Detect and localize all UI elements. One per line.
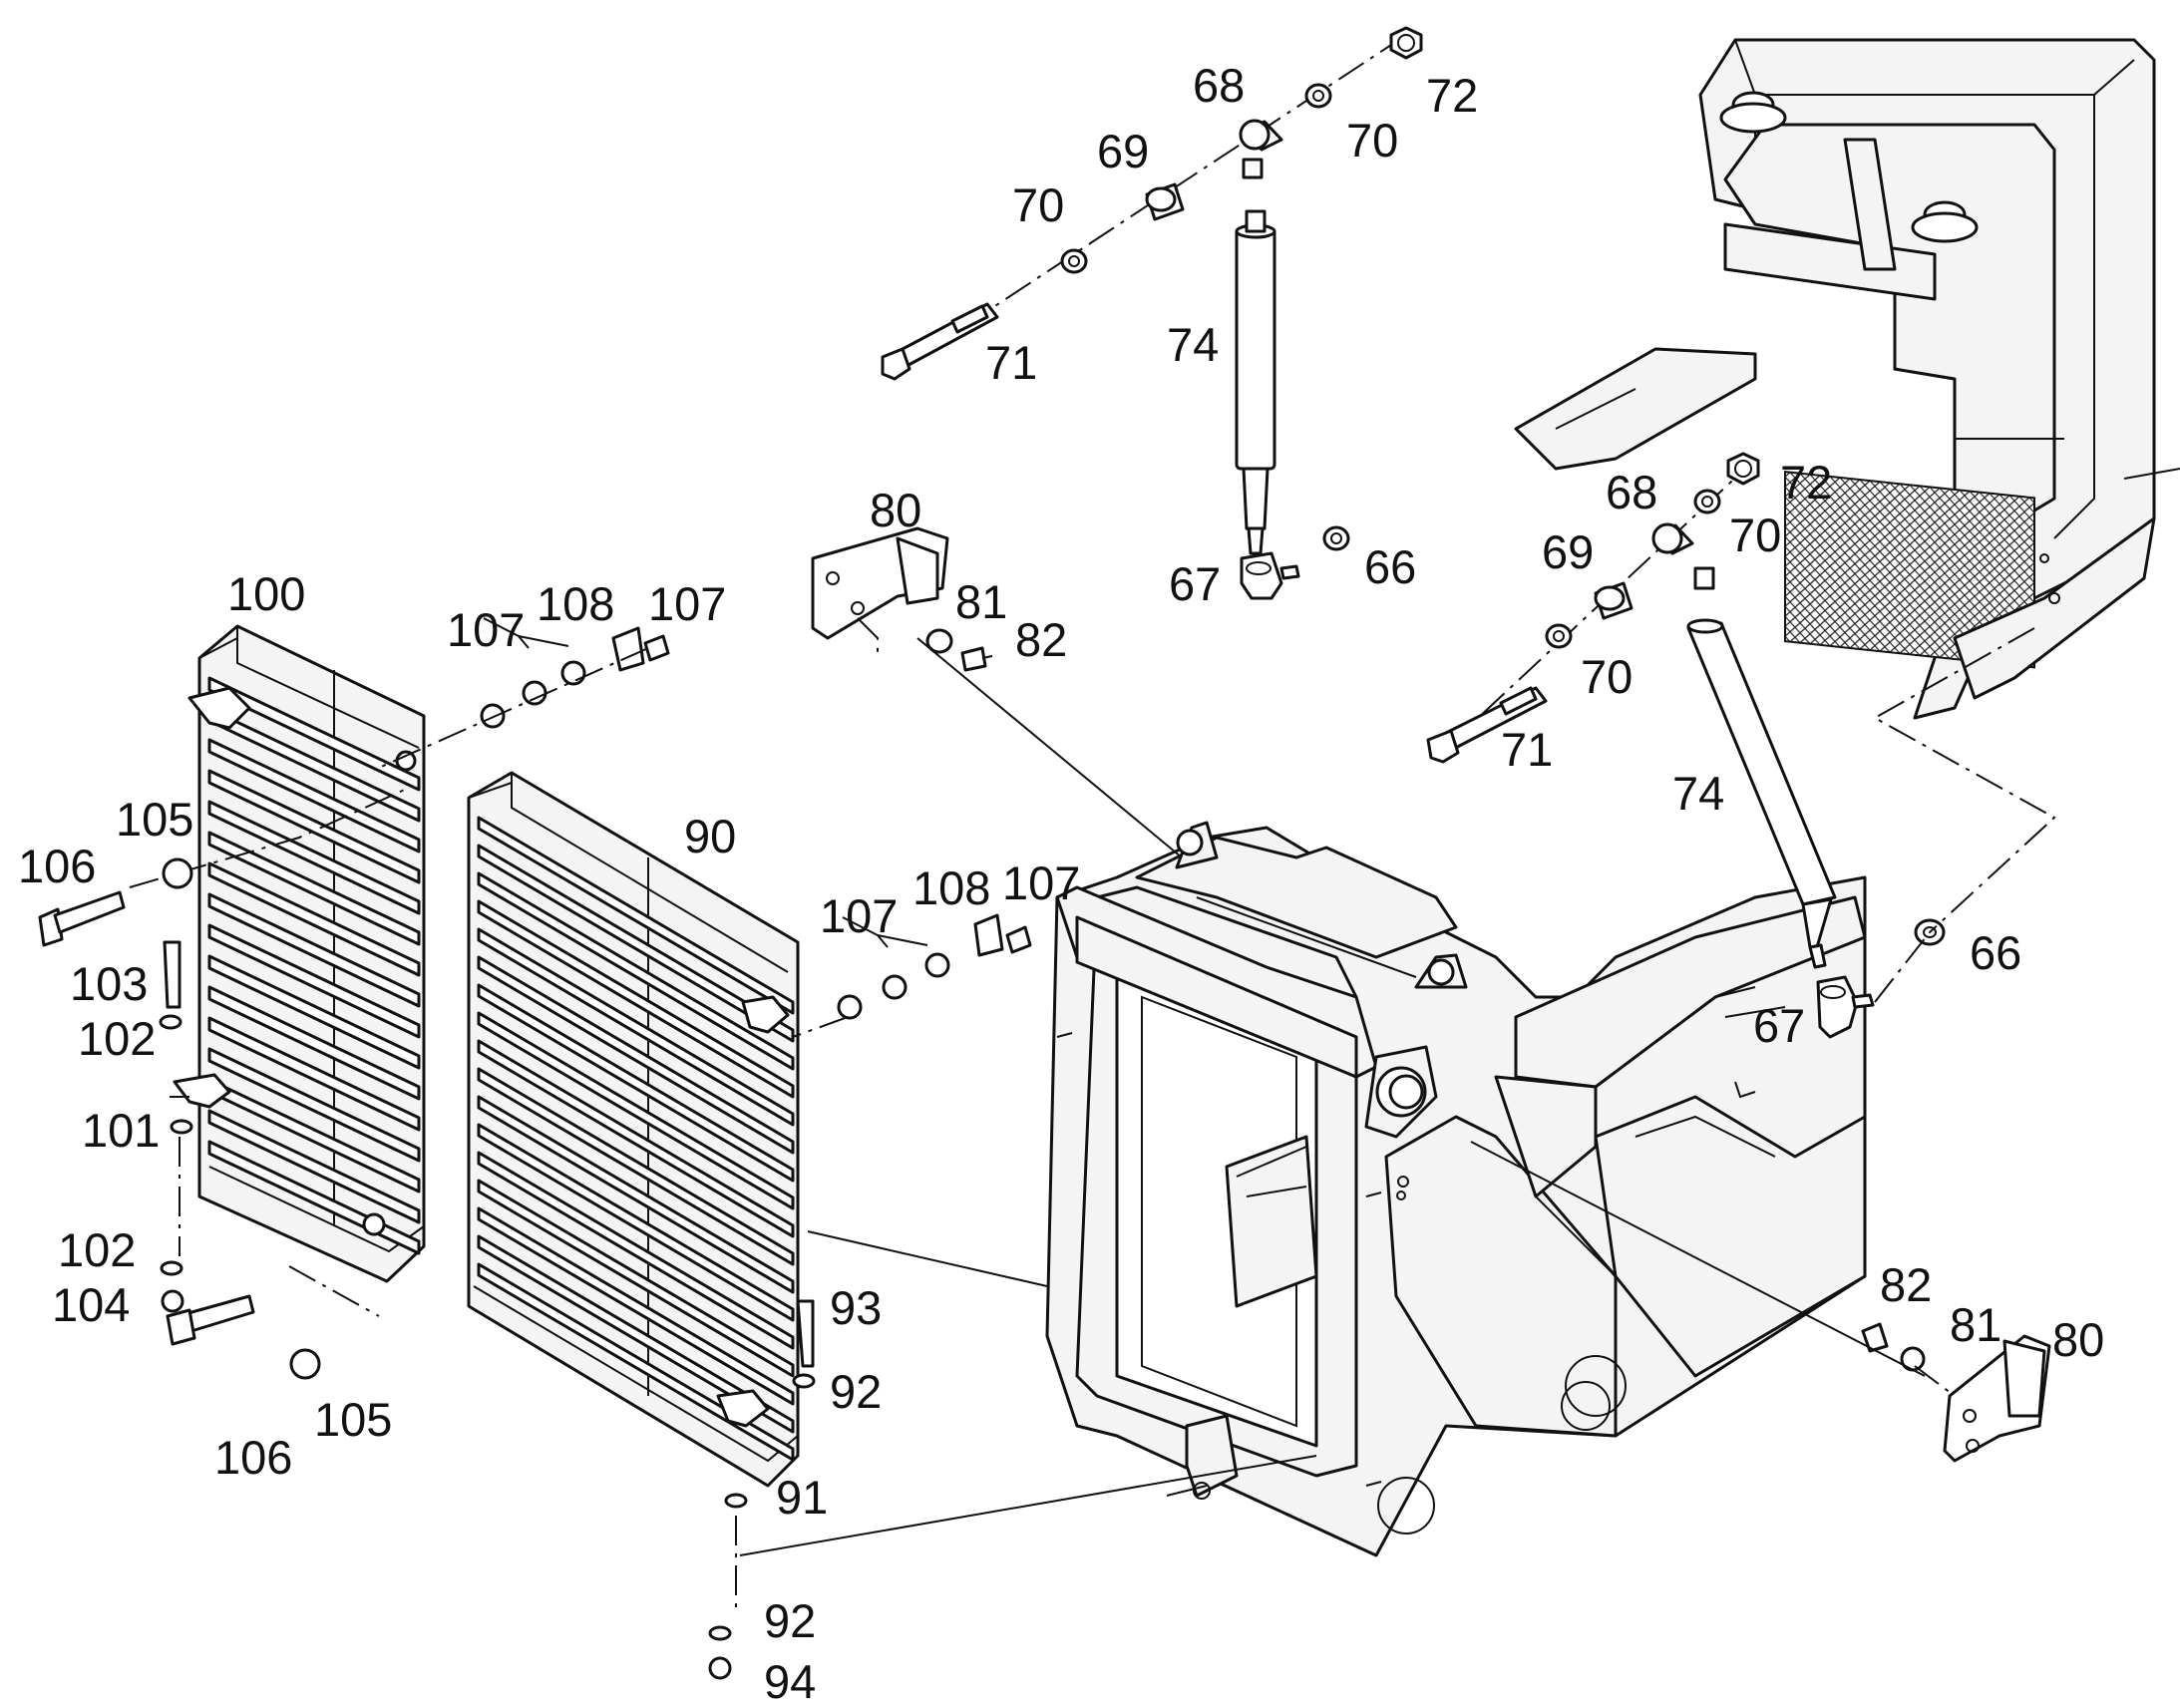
callout-100: 100 (227, 567, 305, 620)
callout-101: 101 (82, 1104, 160, 1157)
grille-slat (477, 1234, 795, 1434)
grille-slat (207, 800, 421, 915)
callout-71: 71 (1501, 723, 1553, 776)
grille-slat (477, 927, 795, 1127)
callout-91: 91 (776, 1471, 828, 1524)
callout-70: 70 (1346, 114, 1398, 167)
bracket-lower (1861, 1322, 2051, 1463)
callout-106: 106 (214, 1431, 292, 1484)
grille-slat (207, 769, 421, 884)
grille-slat (477, 1067, 795, 1266)
grille-slat (477, 871, 795, 1071)
bracket-upper (811, 526, 993, 672)
callout-74: 74 (1167, 318, 1219, 371)
callout-105: 105 (314, 1393, 392, 1446)
callout-68: 68 (1193, 59, 1245, 112)
grille-slat (477, 1095, 795, 1294)
callout-104: 104 (52, 1278, 130, 1331)
callout-67: 67 (1753, 999, 1805, 1052)
callout-94: 94 (764, 1655, 816, 1708)
callout-labels: 68 72 69 70 70 71 74 67 66 68 72 69 70 7… (18, 59, 2104, 1708)
grille-slat (477, 1151, 795, 1350)
callout-106: 106 (18, 840, 96, 892)
callout-81: 81 (1950, 1298, 2001, 1351)
center-grille-panel (467, 771, 800, 1488)
grille-slat (207, 954, 421, 1070)
grille-slat (477, 1206, 795, 1406)
callout-67: 67 (1169, 557, 1221, 610)
grille-slat (477, 899, 795, 1099)
callout-107: 107 (820, 889, 898, 942)
rear-frame-upright (1514, 38, 2180, 720)
callout-66: 66 (1970, 926, 2021, 979)
callout-93: 93 (830, 1281, 882, 1334)
grille-slat (477, 1039, 795, 1238)
callout-107: 107 (648, 577, 726, 630)
callout-92: 92 (764, 1594, 816, 1647)
hardware-left (38, 626, 670, 1380)
callout-102: 102 (58, 1223, 136, 1276)
callout-74: 74 (1672, 767, 1724, 820)
grille-slat (207, 861, 421, 977)
callout-81: 81 (955, 575, 1007, 628)
callout-102: 102 (78, 1012, 156, 1065)
grille-slat (477, 955, 795, 1155)
callout-107: 107 (1002, 856, 1080, 909)
hardware-center (708, 913, 1032, 1680)
grille-slat (207, 676, 421, 792)
grille-slat (207, 1109, 421, 1224)
grille-slat (207, 1016, 421, 1132)
grille-slat (477, 844, 795, 1043)
grille-slat (477, 983, 795, 1183)
callout-103: 103 (70, 957, 148, 1010)
callout-80: 80 (870, 484, 921, 536)
grille-slat (477, 1011, 795, 1210)
callout-70: 70 (1012, 178, 1064, 231)
callout-69: 69 (1542, 525, 1594, 578)
main-loader-frame (1045, 821, 1867, 1557)
callout-70: 70 (1729, 509, 1781, 561)
callout-108: 108 (537, 577, 614, 630)
grille-slat (477, 1262, 795, 1462)
callout-82: 82 (1015, 613, 1067, 666)
gas-spring-assembly-lower (1426, 452, 2056, 1039)
grille-slat (477, 1123, 795, 1322)
callout-70: 70 (1581, 650, 1633, 703)
callout-72: 72 (1426, 69, 1478, 122)
grille-slat (477, 816, 795, 1015)
callout-71: 71 (985, 336, 1037, 389)
callout-68: 68 (1606, 466, 1657, 518)
callout-92: 92 (830, 1365, 882, 1418)
grille-slat (477, 1179, 795, 1378)
grille-slat (207, 985, 421, 1101)
callout-108: 108 (912, 861, 990, 914)
callout-107: 107 (447, 603, 525, 656)
callout-80: 80 (2052, 1313, 2104, 1366)
leader-lines (170, 617, 1926, 1556)
gas-spring-assembly-upper (881, 26, 1423, 600)
callout-82: 82 (1880, 1258, 1932, 1311)
grille-slat (207, 738, 421, 854)
callout-105: 105 (116, 793, 193, 846)
grille-slat (207, 831, 421, 946)
callout-72: 72 (1780, 456, 1832, 509)
grille-slat (207, 892, 421, 1008)
grille-slat (207, 1047, 421, 1163)
callout-66: 66 (1364, 540, 1416, 593)
left-grille-panel (173, 624, 426, 1283)
grille-slat (207, 923, 421, 1039)
callout-69: 69 (1097, 125, 1149, 177)
callout-90: 90 (684, 810, 736, 862)
